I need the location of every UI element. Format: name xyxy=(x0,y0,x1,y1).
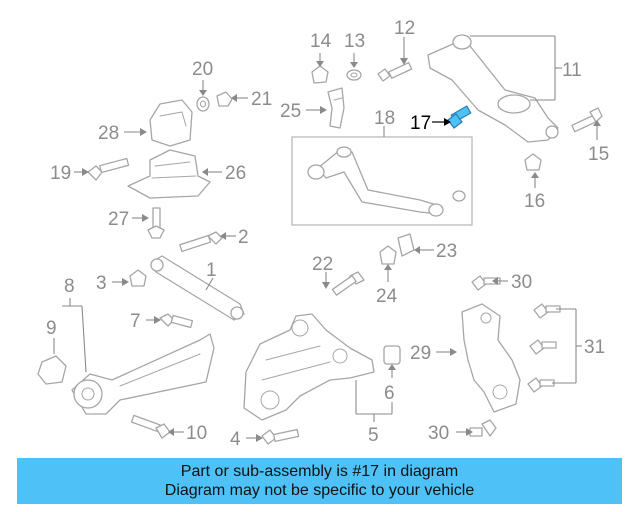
part-27-bolt xyxy=(132,207,165,239)
part-24-nut xyxy=(379,245,397,282)
banner-line-2: Diagram may not be specific to your vehi… xyxy=(164,482,475,499)
rear-knuckle xyxy=(243,313,375,421)
part-11-lower-control-arm xyxy=(427,34,562,143)
part-13-washer xyxy=(346,53,362,81)
callout-15: 15 xyxy=(588,144,609,165)
callout-13: 13 xyxy=(344,31,365,52)
parts-diagram: 11 12 13 14 25 20 21 xyxy=(37,18,609,450)
part-31-bolts xyxy=(527,303,582,393)
callout-16: 16 xyxy=(524,191,545,212)
part-20-washer xyxy=(196,80,210,112)
callout-3: 3 xyxy=(96,273,107,294)
part-30-bolt-lower xyxy=(456,419,497,437)
part-26-diff-mount xyxy=(127,149,222,199)
part-1-lateral-link xyxy=(150,255,245,321)
part-19-bolt xyxy=(74,157,130,181)
callout-17: 17 xyxy=(410,113,431,134)
callout-24: 24 xyxy=(376,286,398,307)
callout-27: 27 xyxy=(108,209,129,230)
part-28-mount-cover xyxy=(124,99,193,147)
callout-30-upper: 30 xyxy=(511,272,532,293)
callout-9: 9 xyxy=(46,318,57,339)
callout-20: 20 xyxy=(192,59,213,80)
callout-4: 4 xyxy=(230,429,241,450)
callout-25: 25 xyxy=(280,101,301,122)
part-9-plug xyxy=(37,338,67,385)
callout-30-lower: 30 xyxy=(428,423,449,444)
callout-19: 19 xyxy=(50,163,71,184)
part-2-bolt xyxy=(179,231,236,253)
callout-23: 23 xyxy=(436,241,457,262)
part-21-nut xyxy=(216,91,248,107)
callout-22: 22 xyxy=(312,254,333,275)
part-30-bolt-upper xyxy=(471,275,508,291)
part-16-nut xyxy=(524,153,542,188)
part-5-6-group xyxy=(355,345,401,422)
callout-11: 11 xyxy=(562,60,582,81)
callout-5: 5 xyxy=(368,425,379,446)
callout-29: 29 xyxy=(410,343,431,364)
callout-2: 2 xyxy=(238,227,249,248)
callout-31: 31 xyxy=(584,337,605,358)
callout-26: 26 xyxy=(225,163,246,184)
part-8-trailing-arm xyxy=(62,298,215,415)
part-info-banner: Part or sub-assembly is #17 in diagram D… xyxy=(17,458,622,504)
callout-1: 1 xyxy=(206,260,217,281)
callout-7: 7 xyxy=(130,311,141,332)
part-18-upper-arm-box xyxy=(291,126,473,226)
part-29-bracket xyxy=(436,303,521,413)
part-25-bracket xyxy=(306,87,345,129)
callout-10: 10 xyxy=(186,423,207,444)
part-10-bolt xyxy=(130,414,184,439)
callout-14: 14 xyxy=(310,31,332,52)
part-22-bolt xyxy=(322,271,365,296)
callout-8: 8 xyxy=(64,276,75,297)
part-7-bolt xyxy=(146,313,194,329)
part-15-bolt xyxy=(571,107,603,140)
callout-28: 28 xyxy=(98,123,119,144)
callout-6: 6 xyxy=(384,383,395,404)
part-17-bolt-highlighted[interactable] xyxy=(432,105,472,129)
callout-12: 12 xyxy=(394,18,415,39)
banner-line-1: Part or sub-assembly is #17 in diagram xyxy=(180,463,459,480)
callout-21: 21 xyxy=(251,89,272,110)
part-23-bracket xyxy=(397,233,434,257)
part-3-nut xyxy=(112,269,147,287)
callout-18: 18 xyxy=(374,108,395,129)
part-4-bolt xyxy=(246,428,300,445)
part-14-nut xyxy=(311,53,329,84)
part-12-bolt xyxy=(377,37,413,82)
